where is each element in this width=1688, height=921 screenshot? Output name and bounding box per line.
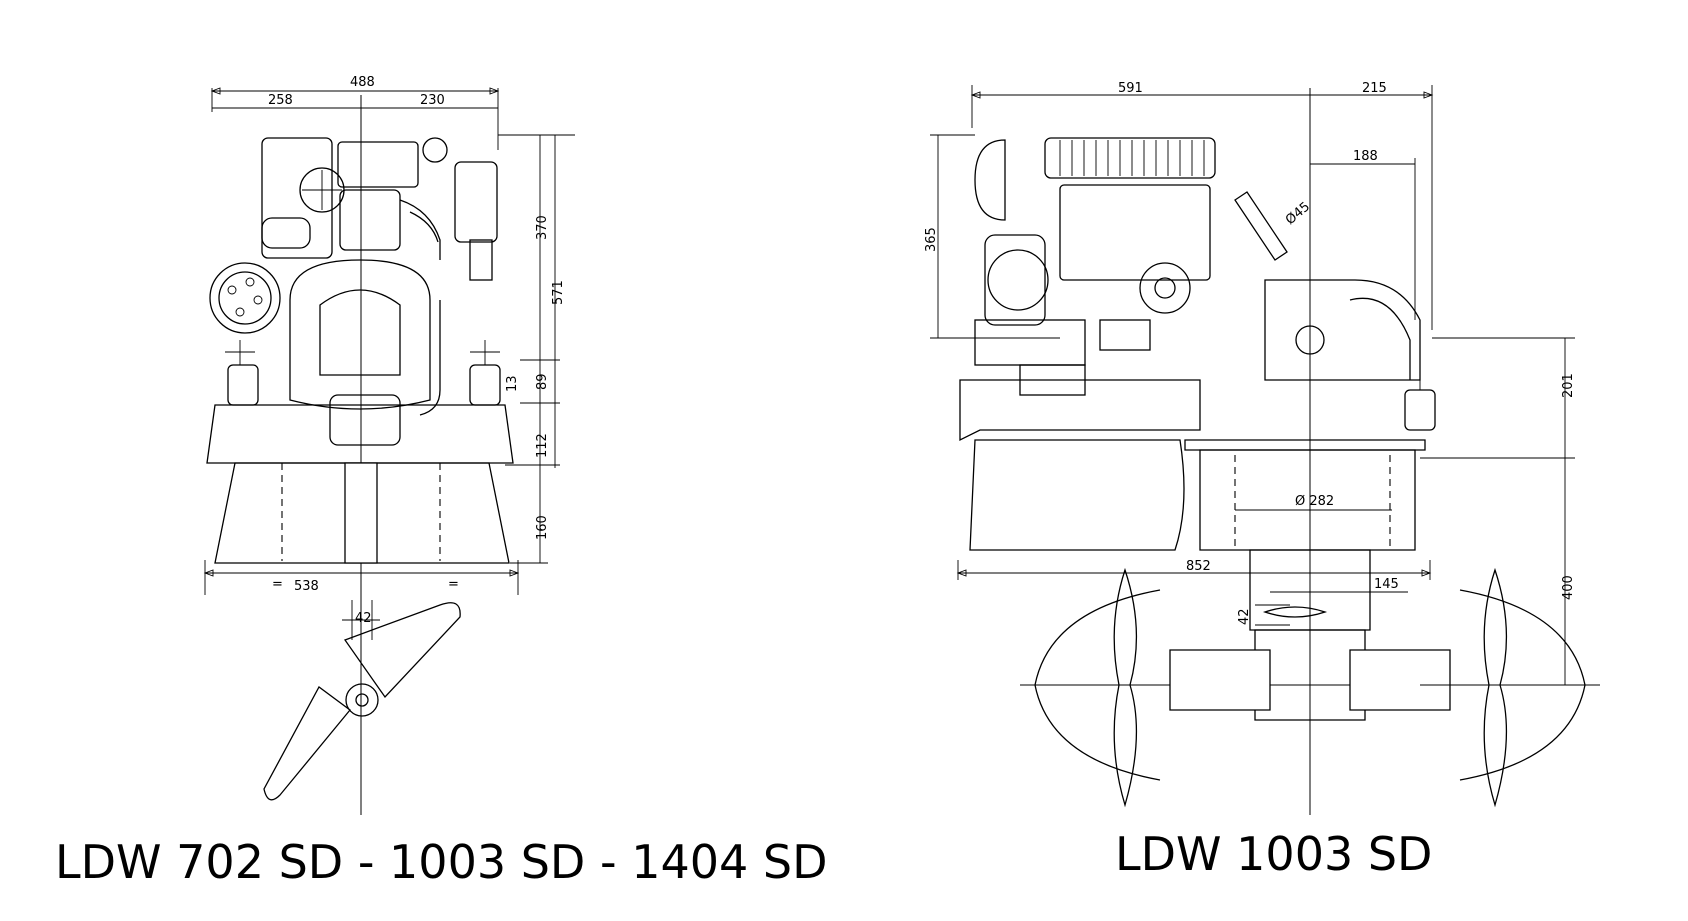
- equal-mark-left: =: [272, 577, 283, 592]
- dim-prop-depth: 400: [1561, 575, 1576, 600]
- dim-prop-offset-left: 42: [355, 611, 372, 626]
- dim-prop-offset-right: 42: [1237, 608, 1252, 625]
- dim-drive-length: 215: [1362, 81, 1387, 96]
- side-view: [930, 85, 1600, 815]
- dim-height-total: 571: [551, 280, 566, 305]
- front-view: [203, 87, 575, 815]
- dim-engine-height: 365: [924, 227, 939, 252]
- right-view-title: LDW 1003 SD: [1115, 827, 1432, 881]
- dim-height-upper: 370: [535, 215, 550, 240]
- dim-drive-inner: 188: [1353, 149, 1378, 164]
- equal-mark-right: =: [448, 577, 459, 592]
- dim-drive-height: 201: [1561, 373, 1576, 398]
- dim-leg-dia: Ø 282: [1295, 494, 1334, 509]
- dim-overall-width: 488: [350, 75, 375, 90]
- dim-base-length: 852: [1186, 559, 1211, 574]
- dim-prop-half: 145: [1374, 577, 1399, 592]
- dim-height-base: 160: [535, 515, 550, 540]
- dim-height-small: 13: [505, 375, 520, 392]
- dim-exhaust-dia: Ø45: [1283, 199, 1313, 228]
- left-view-title: LDW 702 SD - 1003 SD - 1404 SD: [55, 835, 828, 889]
- dim-height-mount: 89: [535, 373, 550, 390]
- dim-height-lower: 112: [535, 433, 550, 458]
- dim-right-width: 230: [420, 93, 445, 108]
- dim-engine-length: 591: [1118, 81, 1143, 96]
- dim-base-width: 538: [294, 579, 319, 594]
- dim-left-width: 258: [268, 93, 293, 108]
